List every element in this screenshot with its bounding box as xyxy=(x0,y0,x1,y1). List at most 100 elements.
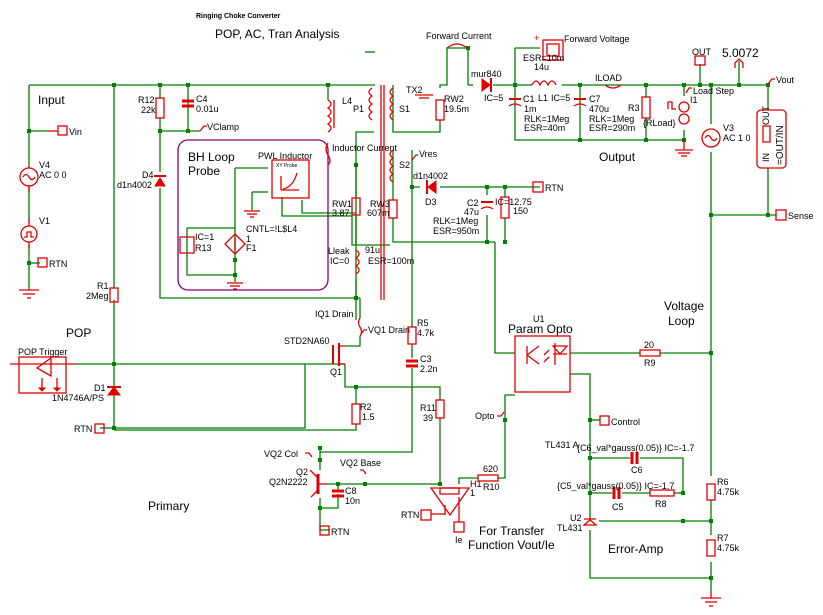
current-probe-iload[interactable]: ILOAD xyxy=(595,73,623,89)
svg-text:R3: R3 xyxy=(628,103,640,113)
port-vclamp[interactable]: VClamp xyxy=(199,122,239,132)
svg-text:22k: 22k xyxy=(141,105,156,115)
current-sensor-h1[interactable]: H1 1 xyxy=(429,479,482,522)
svg-text:H1: H1 xyxy=(470,479,482,489)
svg-text:Q2N2222: Q2N2222 xyxy=(269,477,308,487)
svg-text:RTN: RTN xyxy=(74,424,92,434)
port-vin[interactable]: Vin xyxy=(48,125,82,137)
port-rtn-pop[interactable]: RTN xyxy=(74,423,105,434)
current-probe-forward[interactable]: Forward Current xyxy=(426,31,492,49)
svg-text:S1: S1 xyxy=(399,104,410,114)
resistor-r10[interactable]: 620 R10 xyxy=(477,464,500,492)
capacitor-c8[interactable]: C8 10n xyxy=(332,486,360,506)
current-source-i1[interactable]: I1 xyxy=(667,95,698,125)
resistor-rw1[interactable]: RW1 3.87 xyxy=(332,197,361,218)
svg-text:14u: 14u xyxy=(534,62,549,72)
transistor-q2[interactable]: Q2 Q2N2222 xyxy=(269,467,327,498)
diode-d2[interactable]: mur840 IC=5 xyxy=(471,69,503,103)
svg-text:TL431: TL431 xyxy=(557,523,583,533)
svg-text:R12: R12 xyxy=(138,95,155,105)
port-load-step[interactable]: Load Step xyxy=(685,86,734,96)
capacitor-c4[interactable]: C4 0.01u xyxy=(182,94,219,114)
resistor-rw2[interactable]: RW2 19.5m xyxy=(435,94,469,121)
source-v1[interactable]: V1 xyxy=(20,216,50,248)
svg-text:4.7k: 4.7k xyxy=(417,328,435,338)
port-rtn-h1[interactable]: RTN xyxy=(401,509,445,521)
port-vout[interactable]: Vout xyxy=(767,75,795,85)
resistor-r4[interactable]: 150 xyxy=(500,196,528,219)
svg-text:19.5m: 19.5m xyxy=(444,104,469,114)
capacitor-c6[interactable]: {C6_val*gauss(0.05)} IC=-1.7 C6 xyxy=(577,443,694,475)
port-opto[interactable]: Opto xyxy=(475,411,505,421)
svg-text:Param Opto: Param Opto xyxy=(508,322,573,336)
port-rtn-input[interactable]: RTN xyxy=(37,257,67,269)
svg-text:2.2n: 2.2n xyxy=(420,364,438,374)
svg-text:C4: C4 xyxy=(196,94,208,104)
resistor-r9[interactable]: 20 R9 xyxy=(639,340,661,368)
port-ie[interactable]: Ie xyxy=(453,521,465,545)
port-sense[interactable]: Sense xyxy=(775,209,814,221)
zener-d1[interactable]: D1 1N4746A/PS xyxy=(52,383,121,403)
svg-text:4.75k: 4.75k xyxy=(717,543,740,553)
port-vres[interactable]: Vres xyxy=(411,149,438,161)
shunt-regulator-u2[interactable]: U2 TL431 xyxy=(557,513,598,533)
diode-d4[interactable]: D4 d1n4002 xyxy=(117,170,166,190)
capacitor-c1[interactable]: C1 1m RLK=1Meg ESR=40m xyxy=(508,94,569,133)
ground-icon xyxy=(227,282,243,290)
divider-block[interactable]: IN OUT =OUT/IN xyxy=(756,106,787,169)
svg-text:Forward Voltage: Forward Voltage xyxy=(564,34,630,44)
svg-text:620: 620 xyxy=(483,464,498,474)
mosfet-q1[interactable]: STD2NA60 Q1 xyxy=(284,336,345,377)
transformer-tx2[interactable]: P1 S1 S2 TX2 xyxy=(353,85,433,300)
port-vq2-col[interactable]: VQ2 Col xyxy=(264,449,313,459)
port-vq1-drain[interactable]: VQ1 Drain xyxy=(360,325,410,335)
svg-text:ILOAD: ILOAD xyxy=(595,73,623,83)
pwl-inductor-probe[interactable]: PWL Inductor XY Probe xyxy=(258,151,312,199)
svg-text:150: 150 xyxy=(513,206,528,216)
inductor-lleak[interactable]: Lleak IC=0 91u ESR=100m xyxy=(328,245,414,275)
ground-icon xyxy=(701,592,721,607)
optocoupler-u1[interactable]: U1 Param Opto xyxy=(508,314,573,393)
svg-text:Inductor Current: Inductor Current xyxy=(332,143,398,153)
port-control[interactable]: Control xyxy=(599,415,640,427)
svg-text:U2: U2 xyxy=(570,513,582,523)
diode-d3[interactable]: d1n4002 D3 xyxy=(413,171,448,207)
resistor-r8[interactable]: R8 xyxy=(649,489,675,509)
port-rtn-secondary[interactable]: RTN xyxy=(532,181,563,193)
svg-text:Control: Control xyxy=(611,417,640,427)
resistor-r6[interactable]: R6 4.75k xyxy=(706,477,740,501)
capacitor-c7[interactable]: C7 470u RLK=1Meg ESR=290m xyxy=(573,94,635,133)
resistor-r5[interactable]: R5 4.7k xyxy=(407,318,435,345)
resistor-r1[interactable]: R1 2Meg xyxy=(86,281,119,303)
capacitor-c3[interactable]: C3 2.2n xyxy=(406,354,438,374)
resistor-r12[interactable]: R12 22k xyxy=(138,95,165,119)
current-probe-iq1[interactable]: IQ1 Drain xyxy=(315,309,363,337)
svg-text:RW3: RW3 xyxy=(370,199,390,209)
resistor-r2[interactable]: R2 1.5 xyxy=(351,402,375,425)
svg-text:RLK=1Meg: RLK=1Meg xyxy=(524,114,569,124)
port-out[interactable]: OUT xyxy=(692,47,712,66)
inductor-l4[interactable]: L4 xyxy=(326,96,352,133)
resistor-r11[interactable]: R11 39 xyxy=(420,399,445,423)
capacitor-c2[interactable]: C2 47u RLK=1Meg ESR=950m IC=12.75 xyxy=(433,197,532,236)
svg-text:R13: R13 xyxy=(195,243,212,253)
resistor-r3[interactable]: R3 {RLoad} xyxy=(628,96,676,128)
source-v3[interactable]: V3 AC 1 0 xyxy=(701,123,751,148)
voltage-readout: 5.0072 xyxy=(722,46,759,68)
pop-trigger[interactable]: POP Trigger xyxy=(10,347,76,394)
port-vq2-base[interactable]: VQ2 Base xyxy=(340,458,381,475)
source-v4[interactable]: V4 AC 0 0 xyxy=(19,160,67,192)
resistor-rw3[interactable]: RW3 607m xyxy=(367,199,398,219)
svg-text:C1: C1 xyxy=(523,94,535,104)
svg-text:C8: C8 xyxy=(345,486,357,496)
current-probe-inductor[interactable]: Inductor Current xyxy=(325,142,398,166)
resistor-r7[interactable]: R7 4.75k xyxy=(706,533,740,557)
resistor-r13[interactable]: IC=1 R13 xyxy=(179,232,214,254)
port-rtn-q2[interactable]: RTN xyxy=(319,525,349,537)
svg-text:RTN: RTN xyxy=(401,510,419,520)
voltage-probe-forward[interactable]: + Forward Voltage xyxy=(534,33,630,61)
capacitor-c5[interactable]: {C5_val*gauss(0.05)} IC=-1.7 C5 xyxy=(557,481,674,512)
port-tl431a[interactable]: TL431 A xyxy=(545,440,579,450)
inductor-l1[interactable]: ESR=10m 14u L1 IC=5 xyxy=(523,53,570,103)
controlled-source-f1[interactable]: CNTL=!L$L4 1 F1 xyxy=(224,224,297,255)
